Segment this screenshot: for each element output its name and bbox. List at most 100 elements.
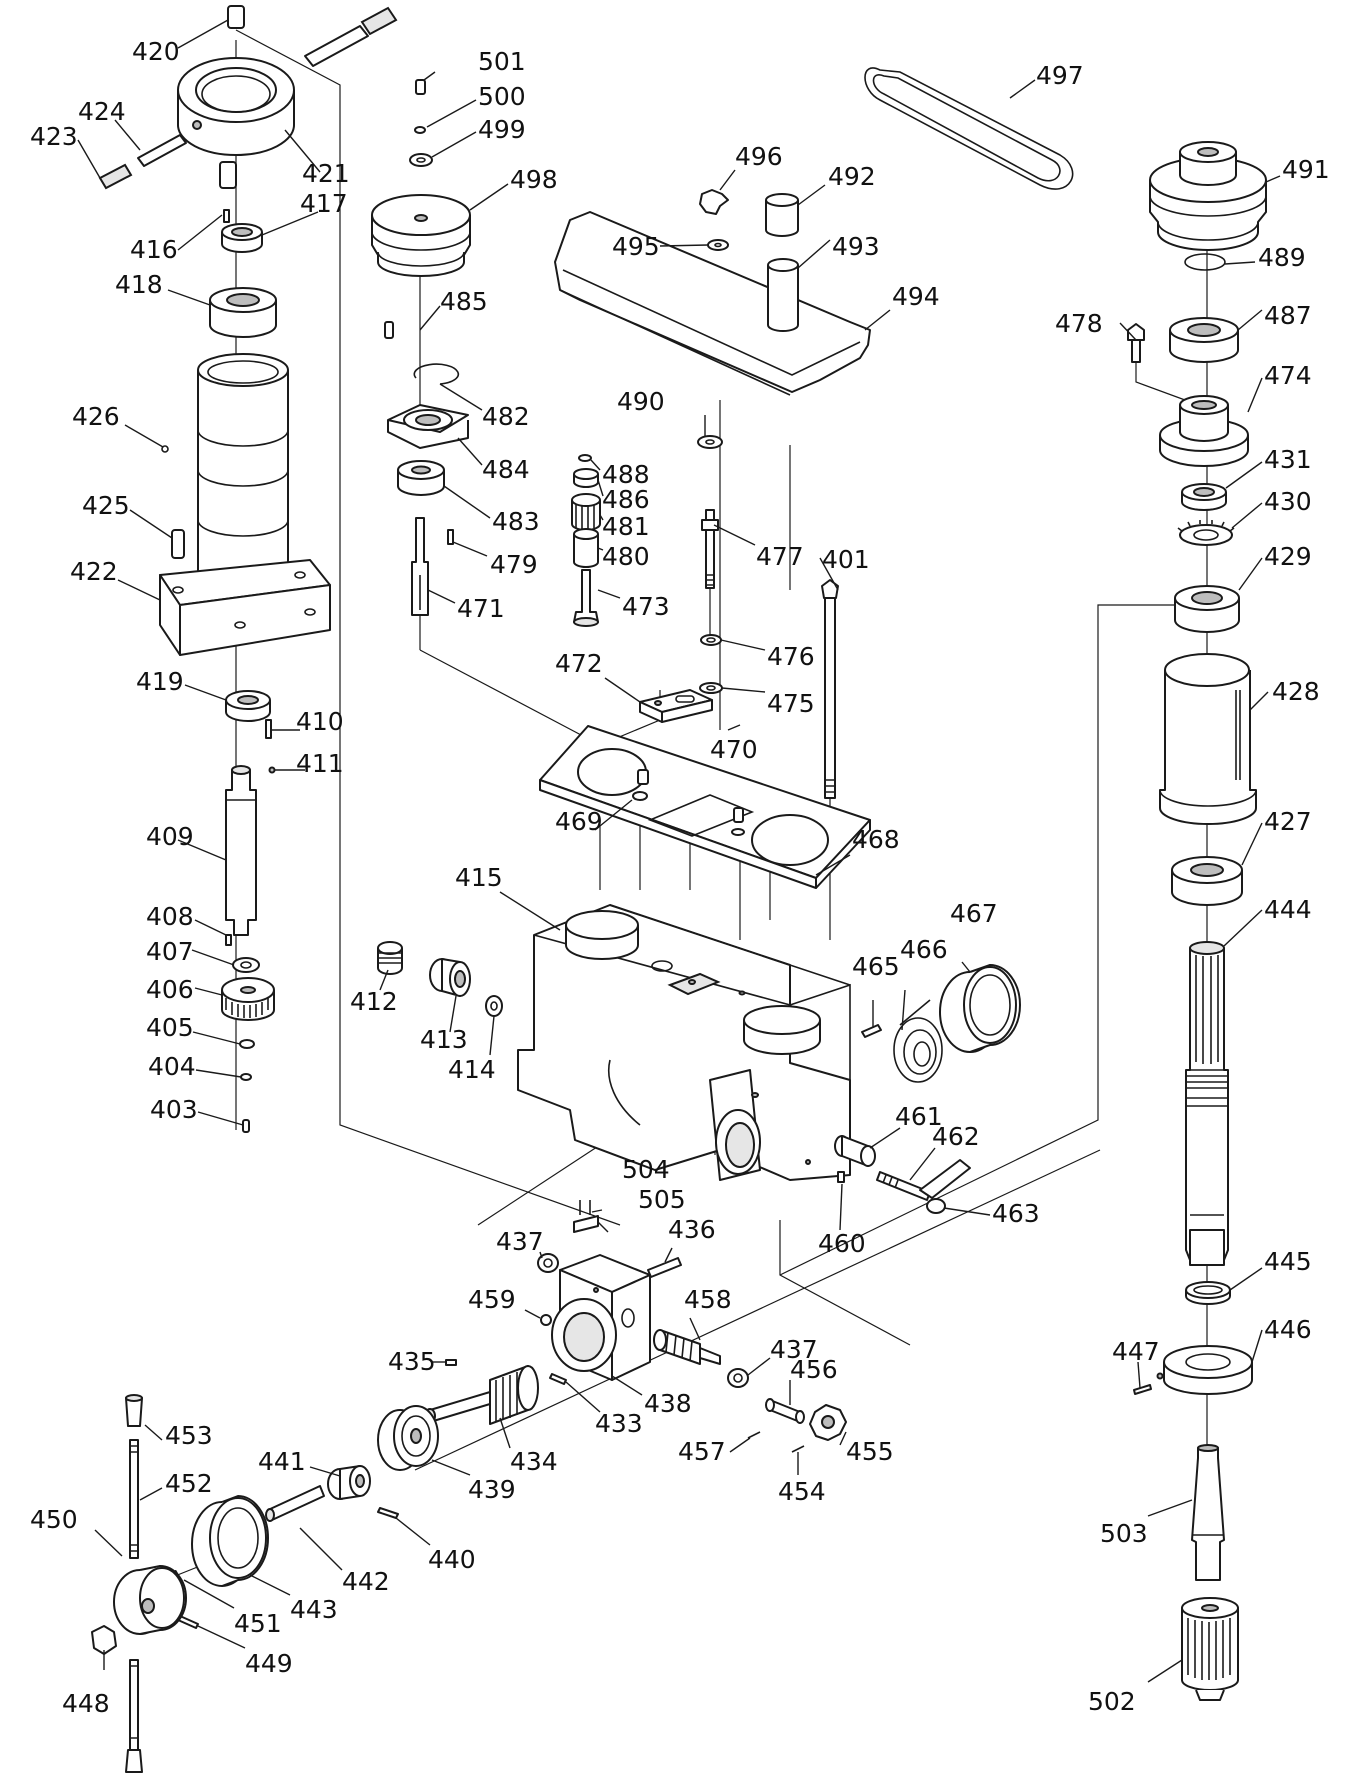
part-434-pinion-shaft (424, 1365, 539, 1425)
label-475: 475 (767, 689, 815, 718)
label-494: 494 (892, 282, 940, 311)
label-496: 496 (735, 142, 783, 171)
label-495: 495 (612, 232, 660, 261)
part-490-washer (697, 435, 723, 449)
label-499: 499 (478, 115, 526, 144)
part-437-bushing-lower (727, 1368, 749, 1388)
label-500: 500 (478, 82, 526, 111)
label-470: 470 (710, 735, 758, 764)
label-446: 446 (1264, 1315, 1312, 1344)
label-478: 478 (1055, 309, 1103, 338)
label-485: 485 (440, 287, 488, 316)
label-455: 455 (846, 1437, 894, 1466)
part-496-knob (699, 189, 729, 215)
label-469: 469 (555, 807, 603, 836)
part-501-screw (415, 79, 426, 95)
part-424-side-pin (98, 134, 187, 190)
label-442: 442 (342, 1567, 390, 1596)
part-446-bottom-cap (1156, 1345, 1253, 1395)
label-487: 487 (1264, 301, 1312, 330)
part-421-column-collar (177, 57, 295, 156)
part-424-pin-top (304, 6, 398, 67)
label-443: 443 (290, 1595, 338, 1624)
label-435: 435 (388, 1347, 436, 1376)
label-418: 418 (115, 270, 163, 299)
part-425-screw (171, 529, 185, 559)
part-460-set-screw (805, 1159, 845, 1183)
label-490: 490 (617, 387, 665, 416)
label-471: 471 (457, 594, 505, 623)
part-430-tab-washer (1177, 520, 1235, 546)
part-407-washer (232, 957, 260, 973)
label-454: 454 (778, 1477, 826, 1506)
part-452-handle-rod-upper (129, 1439, 139, 1559)
label-437-lower: 437 (770, 1335, 818, 1364)
part-456-shaft (765, 1398, 805, 1424)
label-436: 436 (668, 1215, 716, 1244)
part-483-bearing (397, 460, 445, 496)
label-413: 413 (420, 1025, 468, 1054)
label-441: 441 (258, 1447, 306, 1476)
label-479: 479 (490, 550, 538, 579)
label-407: 407 (146, 937, 194, 966)
label-505: 505 (638, 1185, 686, 1214)
label-504: 504 (622, 1155, 670, 1184)
label-476: 476 (767, 642, 815, 671)
label-425: 425 (82, 491, 130, 520)
part-426-column (161, 353, 289, 597)
part-422-column-base (159, 559, 331, 656)
part-453-handle-cap-lower (125, 1749, 143, 1773)
label-444: 444 (1264, 895, 1312, 924)
part-465-pin (861, 1024, 882, 1038)
part-455-knob (809, 1404, 847, 1441)
label-467: 467 (950, 899, 998, 928)
label-462: 462 (932, 1122, 980, 1151)
label-447: 447 (1112, 1337, 1160, 1366)
part-505-plate (573, 1215, 599, 1233)
label-401: 401 (822, 545, 870, 574)
part-454-pin (791, 1445, 805, 1453)
label-503: 503 (1100, 1519, 1148, 1548)
part-492-cap (765, 193, 799, 237)
part-428-quill (1159, 653, 1257, 825)
part-441-hub (327, 1465, 371, 1500)
part-471-motor-shaft (411, 517, 429, 616)
part-410-key (265, 719, 272, 739)
label-498: 498 (510, 165, 558, 194)
label-484: 484 (482, 455, 530, 484)
label-465: 465 (852, 952, 900, 981)
part-500-lock-washer (414, 126, 426, 134)
part-433-screw (549, 1373, 567, 1385)
label-482: 482 (482, 402, 530, 431)
label-480: 480 (602, 542, 650, 571)
part-472-slot-plate (639, 689, 713, 723)
label-491: 491 (1282, 155, 1330, 184)
part-481-gear (571, 493, 601, 531)
label-456: 456 (790, 1355, 838, 1384)
part-473-shaft (573, 569, 599, 627)
label-483: 483 (492, 507, 540, 536)
part-480-sleeve (573, 528, 599, 568)
label-434: 434 (510, 1447, 558, 1476)
label-486: 486 (602, 485, 650, 514)
part-495-washer (707, 239, 729, 251)
label-481: 481 (602, 512, 650, 541)
label-466: 466 (900, 935, 948, 964)
part-459-screw (540, 1314, 552, 1326)
label-429: 429 (1264, 542, 1312, 571)
label-460: 460 (818, 1229, 866, 1258)
part-499-washer (409, 153, 433, 167)
leader-lines (77, 19, 1281, 1683)
label-448: 448 (62, 1689, 110, 1718)
label-473: 473 (622, 592, 670, 621)
part-470-screw (731, 807, 745, 836)
label-501: 501 (478, 47, 526, 76)
part-489-circlip (1184, 253, 1226, 271)
label-477: 477 (756, 542, 804, 571)
part-467-spring-cover (939, 964, 1021, 1053)
part-484-motor-flange (387, 404, 469, 449)
part-439-gear (377, 1405, 439, 1471)
label-416: 416 (130, 235, 178, 264)
label-420: 420 (132, 37, 180, 66)
